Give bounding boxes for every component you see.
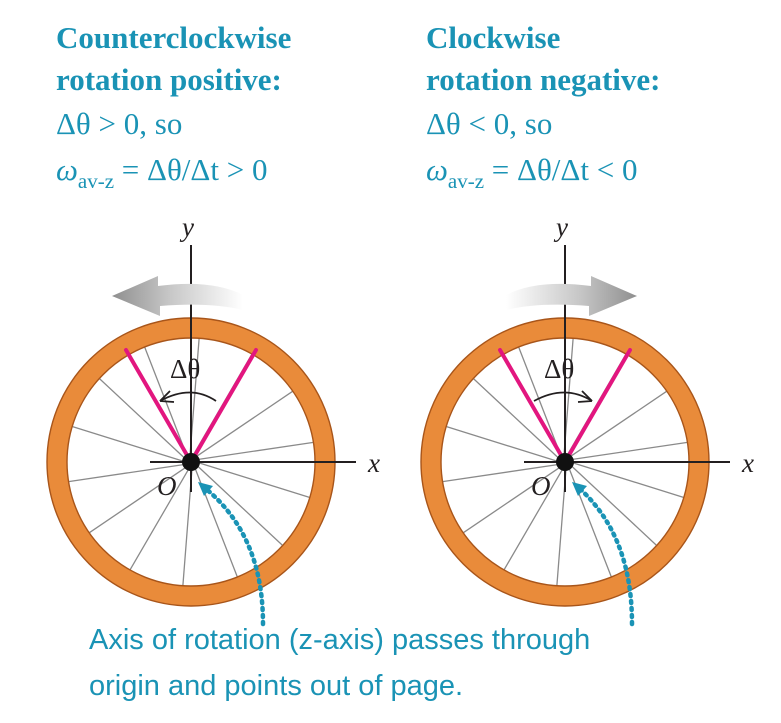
right-condition: Δθ < 0, so (426, 106, 552, 141)
right-clockwise-arrow-icon (506, 276, 637, 316)
left-omega: ω (56, 152, 78, 187)
left-origin-label: O (157, 471, 177, 501)
right-wheel-spoke (445, 425, 558, 462)
left-angle-line-start (124, 348, 193, 464)
left-rate-expression: = Δθ/Δt > 0 (114, 152, 267, 187)
left-delta-theta-label: Δθ (170, 354, 200, 384)
right-axis-pointer (576, 485, 635, 627)
caption-line1: Axis of rotation (z-axis) passes through (89, 624, 590, 656)
left-rate-equation: ωav-z = Δθ/Δt > 0 (56, 152, 267, 193)
left-wheel-spoke (88, 467, 186, 534)
right-x-label: x (741, 448, 754, 478)
right-angle-arrowhead (577, 390, 593, 403)
right-angle-arc (533, 391, 593, 402)
left-omega-subscript: av-z (78, 169, 114, 193)
left-angle-line-end (189, 348, 258, 464)
right-header: Clockwise rotation negative: Δθ < 0, so … (426, 20, 660, 193)
right-rate-equation: ωav-z = Δθ/Δt < 0 (426, 152, 637, 193)
right-wheel: Δθ y x O (420, 212, 754, 607)
right-wheel-spoke (572, 462, 685, 499)
left-wheel-spoke (98, 378, 185, 459)
right-wheel-spoke (442, 464, 558, 483)
left-y-label: y (179, 212, 194, 242)
right-origin-dot (556, 453, 574, 471)
right-omega: ω (426, 152, 448, 187)
left-wheel-spoke (129, 469, 189, 571)
right-wheel-spoke (503, 469, 563, 571)
left-axis-pointer-arrowhead-icon (198, 482, 213, 496)
right-wheel-spoke (518, 346, 562, 456)
right-wheel-spoke (462, 467, 560, 534)
right-y-label: y (553, 212, 568, 242)
left-axis-pointer (202, 485, 266, 627)
left-angle-arc (159, 391, 217, 402)
right-title-line1: Clockwise (426, 20, 560, 55)
right-wheel-spoke (570, 390, 668, 457)
left-wheel: Δθ y x O (46, 212, 380, 607)
right-delta-theta-label: Δθ (544, 354, 574, 384)
right-axis-pointer-arrowhead-icon (572, 482, 587, 496)
left-title-line2: rotation positive: (56, 62, 282, 97)
right-wheel-spoke (571, 465, 658, 546)
left-header: Counterclockwise rotation positive: Δθ >… (56, 20, 291, 193)
left-wheel-spoke (71, 425, 184, 462)
caption-line2: origin and points out of page. (89, 670, 463, 702)
right-omega-subscript: av-z (448, 169, 484, 193)
left-wheel-spoke (197, 465, 284, 546)
left-origin-dot (182, 453, 200, 471)
right-title-line2: rotation negative: (426, 62, 660, 97)
left-x-label: x (367, 448, 380, 478)
left-title-line1: Counterclockwise (56, 20, 291, 55)
right-wheel-spoke (472, 378, 559, 459)
left-condition: Δθ > 0, so (56, 106, 182, 141)
right-angle-line-end (563, 348, 632, 464)
left-wheel-spoke (198, 462, 311, 499)
right-wheel-spoke (572, 441, 688, 460)
right-origin-label: O (531, 471, 551, 501)
left-wheel-spoke (196, 390, 294, 457)
left-wheel-spoke (68, 464, 184, 483)
right-angle-line-start (498, 348, 567, 464)
left-angle-arrowhead (159, 390, 175, 403)
right-rate-expression: = Δθ/Δt < 0 (484, 152, 637, 187)
left-wheel-spoke (198, 441, 314, 460)
left-counterclockwise-arrow-icon (112, 276, 243, 316)
